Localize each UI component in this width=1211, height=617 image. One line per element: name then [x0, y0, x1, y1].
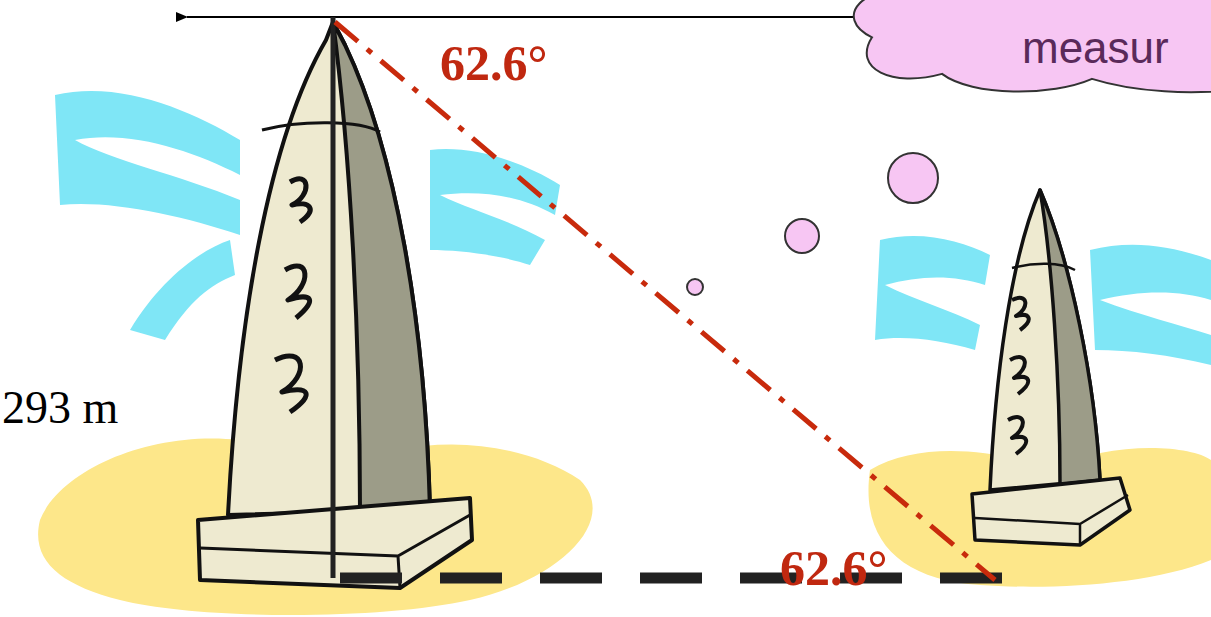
thought-bubbles — [687, 153, 938, 295]
angle-label: 62.6° — [780, 543, 888, 593]
dimension-label: 293 m — [2, 385, 118, 431]
thought-cloud: measur — [832, 0, 1211, 94]
ground-dashed-line — [340, 573, 1020, 584]
height-line — [331, 17, 336, 578]
cloud-text: measur — [1022, 26, 1211, 70]
angle-label: 62.6° — [440, 38, 548, 88]
line-of-sight — [335, 22, 995, 580]
monument-small — [972, 190, 1130, 545]
